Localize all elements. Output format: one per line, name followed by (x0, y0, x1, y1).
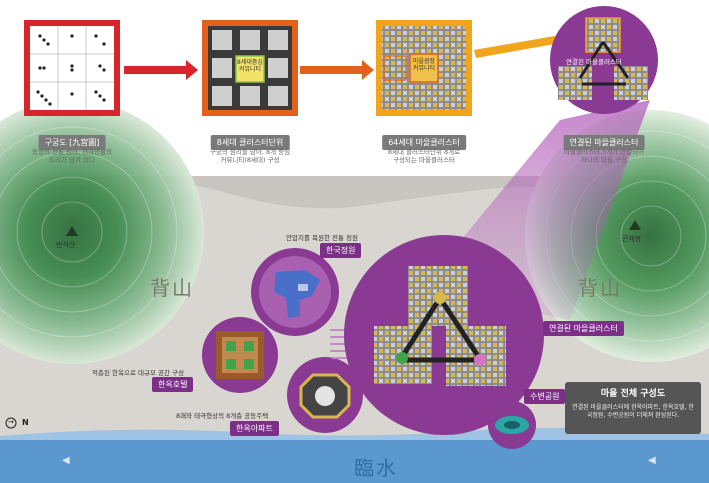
hanja-right: 背山 (578, 276, 622, 300)
info-panel-title: 마을 전체 구성도 (600, 389, 666, 399)
step2-desc: 구궁의 원리를 담아, 8개 중심 커뮤니티(8세대) 구성 (210, 148, 290, 164)
cluster-node-left (396, 352, 408, 364)
garden-island (298, 284, 308, 291)
peak-icon-right (629, 220, 641, 230)
step3-center-label: 마을광장 커뮤니티 (410, 58, 438, 72)
hotel-label: 한옥호텔 (152, 377, 194, 392)
step3-center-label-line2: 커뮤니티 (412, 65, 436, 72)
step2-center (235, 55, 265, 83)
step1-desc-line2: 도리가 담겨 있다 (49, 156, 95, 164)
compass-ring (5, 417, 17, 429)
hotel-caption: 적층된 한옥으로 대규모 공간 구성 (92, 369, 184, 377)
compass-label: N (22, 418, 29, 427)
step3-center (409, 53, 439, 83)
step2-houses (212, 30, 288, 106)
flow-arrow-right-icon: ◀ (648, 455, 656, 466)
step1-grid (30, 26, 114, 110)
step3-center-label-line1: 마을광장 (412, 58, 436, 65)
step3-desc-line2: 구성되는 마을클러스터 (393, 156, 455, 164)
step4-inner-label: 연결된 마을클러스터 (566, 58, 622, 66)
waterpark-label: 수변공원 (524, 389, 566, 404)
step3-desc: 8세대 클러스터단위 8개로 구성되는 마을클러스터 (388, 148, 460, 164)
step4-cluster-top (585, 17, 621, 53)
step3-title: 64세대 마을클러스터 (382, 135, 466, 150)
step2-center-label-line1: 8세대중심 (237, 59, 263, 66)
step4-title: 연결된 마을클러스터 (563, 135, 645, 150)
step3-desc-line1: 8세대 클러스터단위 8개로 (387, 148, 461, 156)
cluster-node-right (474, 354, 486, 366)
garden-caption: 안압지를 복원한 전통 정원 (286, 234, 358, 242)
peak-icon-left (66, 226, 78, 236)
cluster-links (401, 296, 481, 363)
info-panel-text: 연결된 마을클러스터에 한옥아파트, 한옥호텔, 한국정원, 수변공원이 더해져… (572, 404, 694, 419)
hanja-left: 背山 (150, 276, 194, 300)
step2-center-label-line2: 커뮤니티 (238, 66, 262, 73)
step2-desc-line2: 커뮤니티(8세대) 구성 (220, 156, 280, 164)
step1-desc: 동양의 전통 원리, 천하만물의 도리가 담겨 있다 (32, 148, 112, 164)
mountain-left (0, 100, 204, 364)
cluster-label: 연결된 마을클러스터 (543, 321, 624, 336)
info-panel: 마을 전체 구성도 연결된 마을클러스터에 한옥아파트, 한옥호텔, 한국정원,… (565, 382, 701, 434)
arrow-step3-to-step4 (474, 28, 578, 58)
cluster-node-top (434, 292, 446, 304)
mountain-left-label: 반석산 (56, 241, 76, 249)
river (0, 436, 709, 483)
garden-pond (274, 270, 320, 318)
step4-links (578, 41, 630, 86)
garden-label: 한국정원 (320, 243, 362, 258)
step1-dots (36, 34, 106, 106)
hotel-courtyards (226, 341, 254, 369)
mountain-left-contours (0, 126, 178, 338)
step4-desc-line2: 하나의 마을 구성 (581, 156, 627, 164)
compass-arrow-icon: → (8, 418, 14, 426)
apartment-caption: 8괘와 태극형상의 8개층 공동주택 (176, 412, 269, 420)
step2-desc-line1: 구궁의 원리를 담아, 8개 중심 (209, 148, 291, 156)
arrow-step1-to-step2 (124, 60, 198, 80)
step4-desc-line1: 마을클러스터 3개가 연결되어 (563, 148, 645, 156)
step2-title: 8세대 클러스터단위 (210, 135, 290, 150)
apartment-label: 한옥아파트 (230, 421, 279, 436)
apartment-center (315, 386, 335, 406)
waterpark-island (504, 421, 520, 429)
step1-desc-line1: 동양의 전통 원리, 천하만물의 (31, 148, 113, 156)
river-label: 臨水 (354, 456, 398, 480)
step3-highlight (383, 55, 407, 81)
step4-desc: 마을클러스터 3개가 연결되어 하나의 마을 구성 (564, 148, 644, 164)
mountain-right-label: 큰채봉 (622, 235, 642, 243)
flow-arrow-left-icon: ◀ (62, 455, 70, 466)
step2-center-label: 8세대중심 커뮤니티 (236, 59, 264, 73)
step1-title: 구궁도 [九宮圖] (38, 135, 106, 150)
arrow-step2-to-step3 (300, 60, 374, 80)
